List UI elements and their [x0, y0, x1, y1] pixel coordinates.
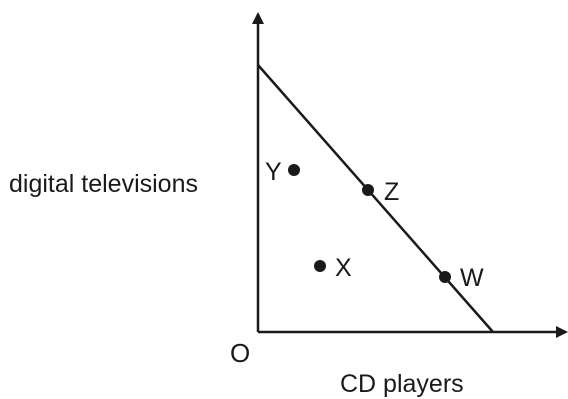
y-axis-label: digital televisions [9, 170, 198, 198]
point-y-label: Y [265, 158, 282, 186]
point-z-marker [362, 184, 374, 196]
point-x-label: X [335, 254, 352, 282]
frontier-line [257, 64, 494, 333]
point-y-marker [288, 164, 300, 176]
point-z-label: Z [384, 178, 399, 206]
x-axis-label: CD players [340, 370, 464, 398]
origin-label: O [230, 338, 250, 368]
point-w-label: W [460, 264, 484, 292]
point-w-marker [439, 271, 451, 283]
point-x-marker [314, 260, 326, 272]
